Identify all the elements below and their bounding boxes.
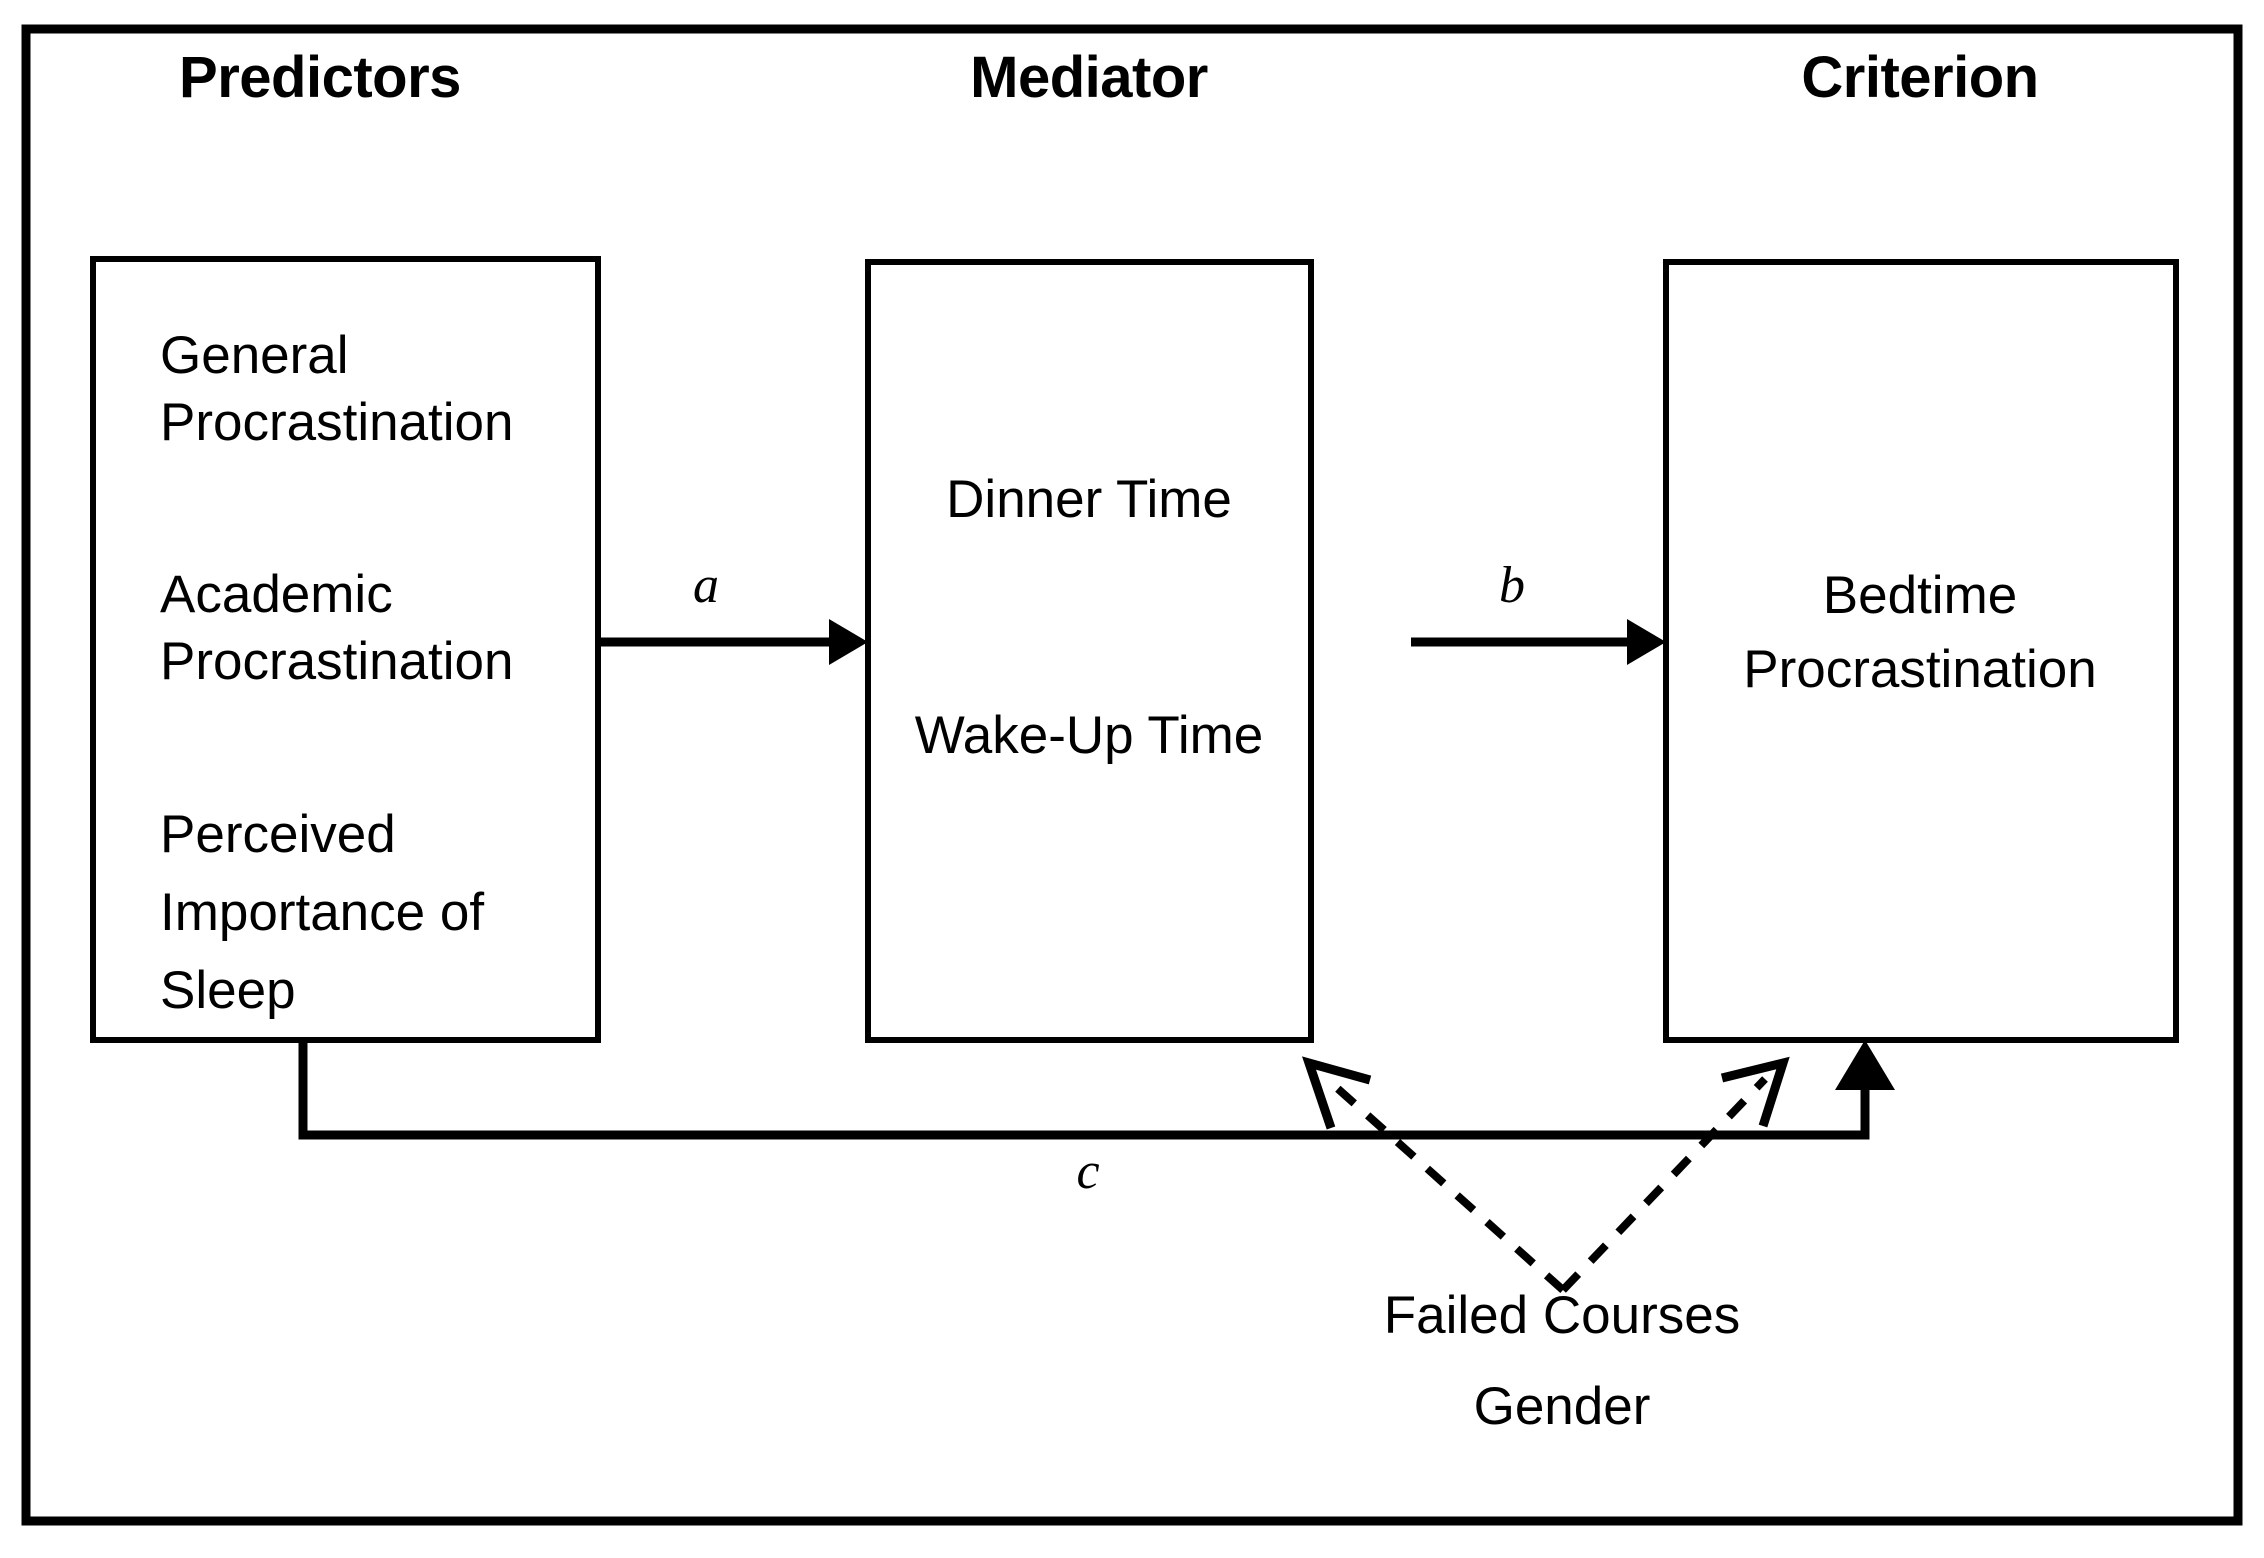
- covariate-label-failed-courses: Failed Courses: [1384, 1286, 1740, 1345]
- column-title-predictors: Predictors: [179, 45, 461, 110]
- path-b-arrowhead: [1627, 619, 1666, 665]
- path-c-arrowhead: [1835, 1040, 1895, 1090]
- covariate-arrow-to-criterion-line: [1560, 1076, 1768, 1293]
- covariate-label-gender: Gender: [1474, 1377, 1651, 1436]
- predictors-line-5: Perceived: [160, 805, 396, 864]
- criterion-line-1: Bedtime: [1823, 566, 2017, 625]
- path-c-label: c: [1076, 1143, 1099, 1200]
- predictors-line-1: General: [160, 326, 349, 385]
- predictors-line-2: Procrastination: [160, 393, 514, 452]
- path-b-label: b: [1499, 557, 1525, 614]
- path-a-label: a: [693, 557, 719, 614]
- figure-border: [21, 24, 2243, 1526]
- predictors-box: [90, 256, 601, 1043]
- path-a-arrowhead: [829, 619, 868, 665]
- covariate-arrow-to-mediator-head: [1302, 1056, 1372, 1130]
- predictors-line-6: Importance of: [160, 883, 484, 942]
- column-title-mediator: Mediator: [970, 45, 1208, 110]
- mediator-item-dinner-time: Dinner Time: [946, 470, 1232, 529]
- predictors-line-4: Procrastination: [160, 632, 514, 691]
- predictors-line-3: Academic: [160, 565, 393, 624]
- criterion-box: [1663, 259, 2179, 1043]
- criterion-line-2: Procrastination: [1743, 640, 2097, 699]
- mediator-box: [865, 259, 1314, 1043]
- covariate-arrow-to-mediator-line: [1324, 1076, 1566, 1293]
- predictors-line-7: Sleep: [160, 961, 296, 1020]
- mediator-item-wake-up-time: Wake-Up Time: [915, 706, 1264, 765]
- column-title-criterion: Criterion: [1801, 45, 2038, 110]
- covariate-arrow-to-criterion-head: [1720, 1056, 1790, 1128]
- path-c-line: [298, 1040, 1870, 1140]
